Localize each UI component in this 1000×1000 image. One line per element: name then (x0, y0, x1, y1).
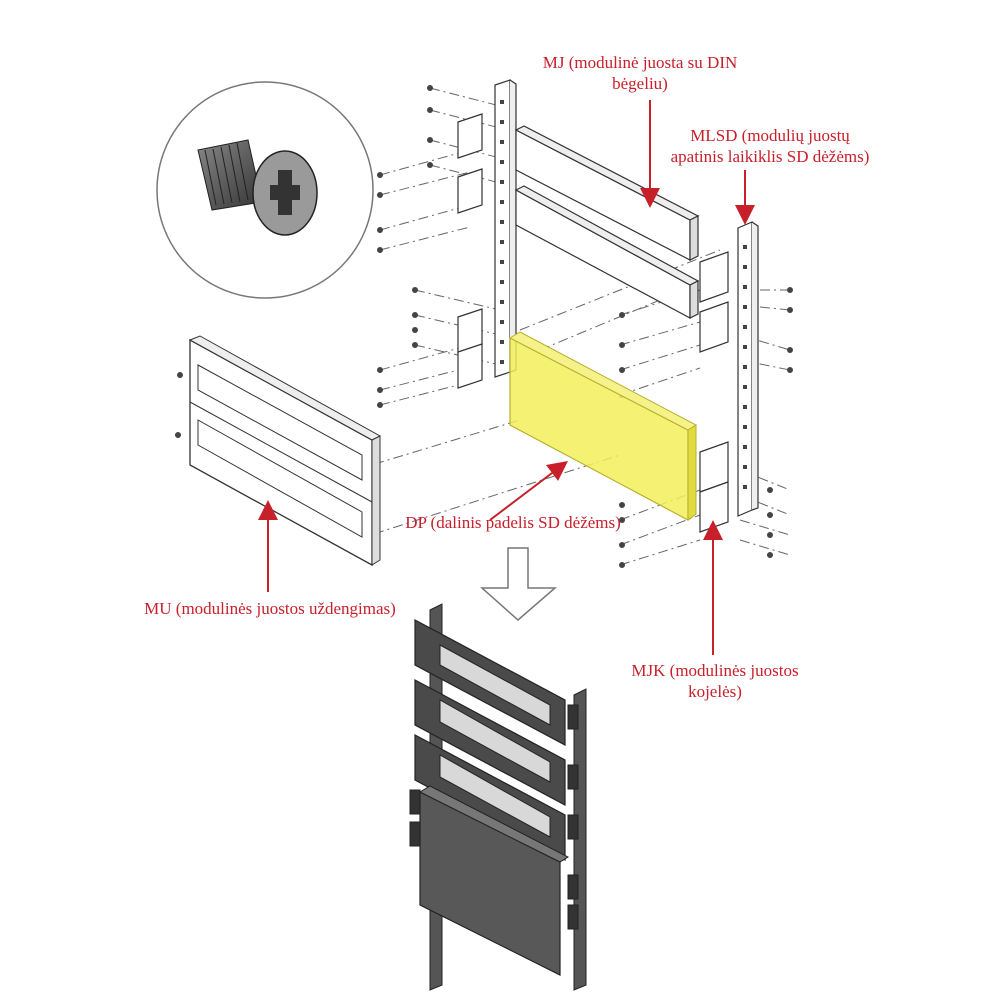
dp-arrow (489, 460, 568, 521)
module-strip-cover (188, 335, 382, 567)
assembly-direction-arrow (480, 547, 558, 621)
right-brackets (699, 251, 729, 533)
left-vertical-rail (494, 79, 517, 378)
mj-label-line1: MJ (modulinė juosta su DIN (542, 53, 738, 72)
mjk-label-line2: kojelės) (688, 682, 742, 701)
screw-icon (197, 139, 318, 236)
screw-detail (156, 81, 374, 299)
dp-label: DP (dalinis padelis SD dėžėms) (378, 512, 648, 533)
mjk-label: MJK (modulinės juostos kojelės) (600, 660, 830, 702)
mlsd-label: MLSD (modulių juostų apatinis laikiklis … (640, 125, 900, 167)
mlsd-label-line2: apatinis laikiklis SD dėžėms) (670, 147, 870, 166)
mu-label-line1: MU (modulinės juostos uždengimas) (144, 599, 396, 618)
partial-panel-highlight (508, 331, 698, 522)
dp-label-line1: DP (dalinis padelis SD dėžėms) (405, 513, 621, 532)
mj-label: MJ (modulinė juosta su DIN bėgeliu) (520, 52, 760, 94)
assembled-unit (409, 603, 587, 991)
din-rail-strips (514, 125, 700, 320)
right-vertical-rail (737, 221, 759, 517)
mlsd-label-line1: MLSD (modulių juostų (690, 126, 850, 145)
mj-label-line2: bėgeliu) (612, 74, 668, 93)
mu-label: MU (modulinės juostos uždengimas) (110, 598, 430, 619)
mjk-label-line1: MJK (modulinės juostos (631, 661, 799, 680)
left-brackets (457, 113, 483, 389)
annotation-arrows (258, 100, 755, 655)
